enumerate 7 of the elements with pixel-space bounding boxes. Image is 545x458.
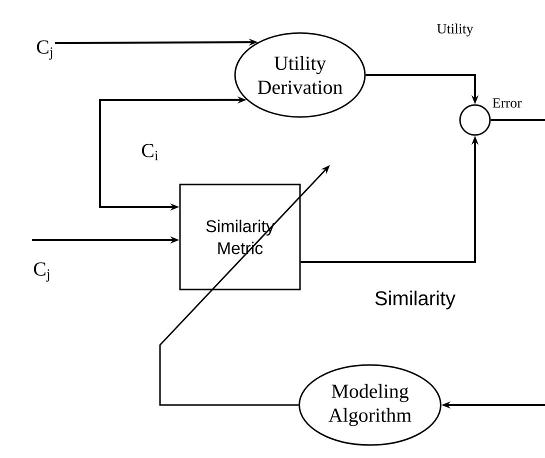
- summing-circle: [459, 104, 491, 136]
- input-label: C$_{j}$: [36, 40, 52, 60]
- edge-label: Utility: [437, 24, 474, 36]
- input-label: C$_{j}$: [34, 262, 50, 282]
- edge-label: Similarity: [375, 290, 456, 310]
- signal-label: C$_{i}$: [142, 144, 158, 160]
- side-label: Error: [492, 98, 522, 108]
